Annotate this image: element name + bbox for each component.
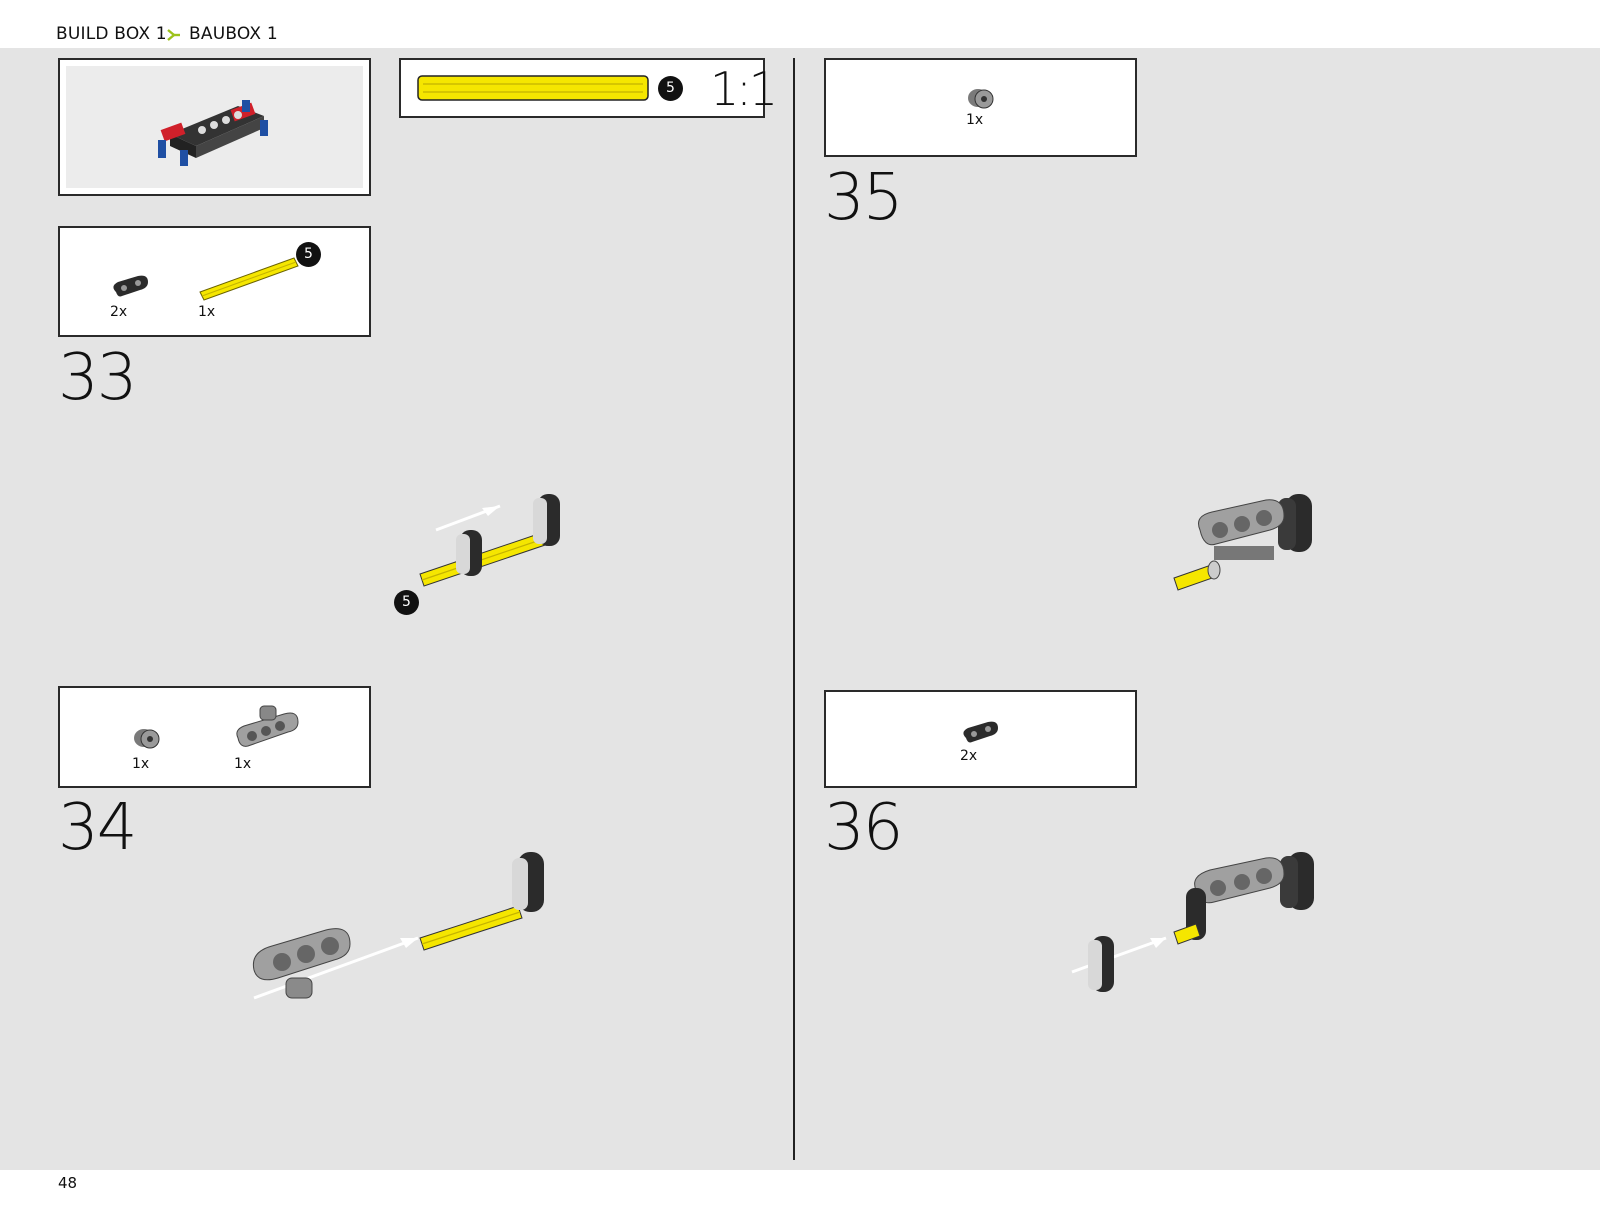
- grey-liftarm-3-icon: [236, 705, 299, 747]
- part-qty: 1x: [234, 756, 252, 772]
- part-qty: 2x: [110, 304, 128, 320]
- page-number: 48: [58, 1174, 78, 1192]
- parts-list-step-35: 1x: [824, 58, 1137, 157]
- page-footer: [0, 1170, 1600, 1218]
- chevron-right-icon: [167, 29, 180, 41]
- axle-length-badge: 5: [296, 242, 321, 267]
- step-number: 36: [824, 791, 903, 865]
- submodel-preview-box: [58, 58, 371, 196]
- step-number: 34: [58, 791, 137, 865]
- yellow-axle-5-icon: [199, 257, 299, 301]
- page-header: BUILD BOX 1 BAUBOX 1: [0, 0, 1600, 48]
- parts-list-step-34: 1x 1x: [58, 686, 371, 788]
- breadcrumb-baubox: BAUBOX 1: [189, 24, 278, 44]
- step-33-assembly-illustration: [419, 494, 560, 587]
- column-divider: [793, 58, 795, 1160]
- step-34-assembly-illustration: [252, 852, 544, 1000]
- parts-list-step-33: 2x 5 1x: [58, 226, 371, 337]
- instruction-canvas: [0, 48, 1600, 1170]
- parts-list-step-36: 2x: [824, 690, 1137, 788]
- step-number: 35: [824, 161, 903, 235]
- black-liftarm-2-icon: [113, 275, 148, 297]
- axle-length-badge: 5: [394, 590, 419, 615]
- axle-length-badge: 5: [658, 76, 683, 101]
- step-35-assembly-illustration: [1173, 494, 1312, 591]
- part-qty: 1x: [198, 304, 216, 320]
- axle-length-callout: 5 1:1: [399, 58, 778, 118]
- black-liftarm-2-icon: [963, 721, 998, 743]
- step-number: 33: [58, 341, 137, 415]
- part-qty: 2x: [960, 748, 978, 764]
- bush-icon: [968, 89, 994, 109]
- step-36-assembly-illustration: [1071, 852, 1314, 992]
- breadcrumb-build-box: BUILD BOX 1: [56, 24, 167, 44]
- scale-label: 1:1: [710, 62, 778, 116]
- part-qty: 1x: [966, 112, 984, 128]
- part-qty: 1x: [132, 756, 150, 772]
- submodel-assembly-icon: [158, 100, 268, 166]
- bush-icon: [134, 729, 160, 749]
- yellow-axle-1to1-icon: [417, 75, 649, 101]
